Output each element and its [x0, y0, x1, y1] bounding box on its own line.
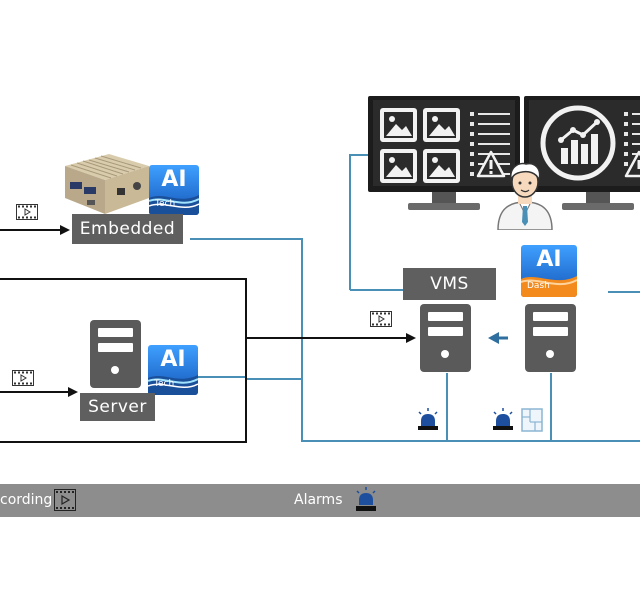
ai-text: AI	[536, 247, 562, 272]
ai-tech-badge-server: AI Tech	[148, 345, 198, 395]
ai-text: AI	[161, 167, 187, 192]
alarm-siren-icon	[356, 487, 376, 511]
alarm-siren-icon	[493, 408, 513, 430]
recording-label: cording	[0, 492, 53, 508]
embedded-device-image	[65, 154, 149, 214]
ai-dash-badge: AI Dash	[521, 245, 577, 297]
video-clip-icon	[16, 204, 38, 220]
operator-avatar	[497, 162, 553, 230]
image-gallery-icon	[380, 108, 460, 183]
tech-subtext: Tech	[154, 379, 175, 389]
dash-subtext: Dash	[527, 281, 550, 291]
vms-label: VMS	[403, 268, 496, 300]
analytics-chart-icon	[540, 105, 616, 181]
server-icon	[420, 304, 471, 372]
floorplan-icon	[521, 408, 543, 432]
alarms-label: Alarms	[294, 492, 343, 508]
server-icon	[90, 320, 141, 388]
tech-subtext: Tech	[155, 199, 176, 209]
server-icon	[525, 304, 576, 372]
embedded-label: Embedded	[72, 214, 183, 244]
video-clip-icon	[370, 311, 392, 327]
server-label: Server	[80, 393, 155, 421]
warning-icon	[476, 150, 506, 178]
ai-tech-badge-embedded: AI Tech	[149, 165, 199, 215]
alarm-siren-icon	[418, 408, 438, 430]
bottom-legend-bar: cording Alarms	[0, 484, 640, 517]
video-clip-icon	[54, 489, 76, 511]
warning-icon	[624, 150, 640, 178]
ai-text: AI	[160, 347, 186, 372]
video-clip-icon	[12, 370, 34, 386]
